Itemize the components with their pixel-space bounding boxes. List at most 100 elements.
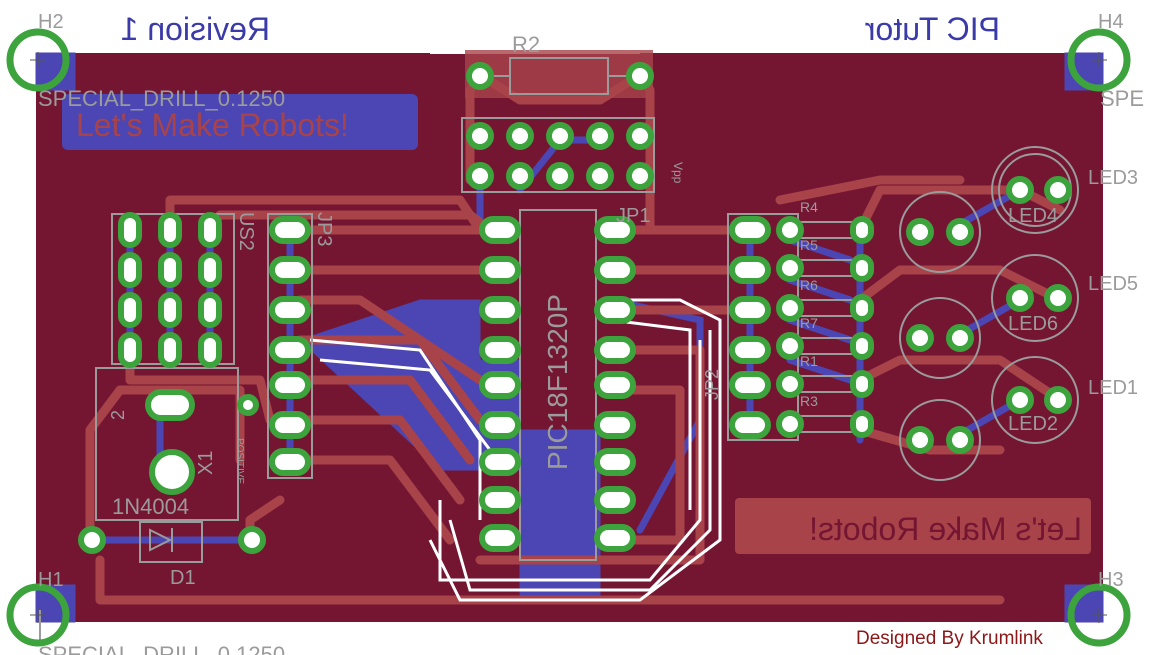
pad-header (586, 122, 614, 150)
pad-r2 (466, 62, 494, 90)
special-drill-bottom: SPECIAL_DRILL_0.1250 (38, 642, 285, 655)
pad-pic (594, 256, 636, 284)
led-label: LED5 (1088, 273, 1138, 295)
label-d1: D1 (170, 567, 196, 589)
led-label: LED1 (1088, 377, 1138, 399)
label-vpp: Vpp (671, 162, 685, 184)
label-pic: PIC18F1320P (542, 294, 573, 470)
pad-jp3 (269, 216, 311, 244)
label-diode-part: 1N4004 (112, 494, 189, 519)
pad-led (1044, 284, 1072, 312)
pad-pic (594, 411, 636, 439)
pad-pic (594, 524, 636, 552)
pad-pic (479, 256, 521, 284)
pad-group (78, 62, 1072, 554)
pad-regulator (145, 389, 195, 421)
pad-led (946, 426, 974, 454)
pad-jp2 (729, 371, 771, 399)
pad-diode (238, 526, 266, 554)
pad-pic (479, 216, 521, 244)
resistor-label: R7 (800, 315, 818, 331)
pad-us2 (158, 292, 182, 328)
clearance-lines (309, 298, 722, 602)
pad-pic (594, 336, 636, 364)
pad-jp3 (269, 448, 311, 476)
pad-resistor (850, 332, 874, 360)
pad-header (626, 122, 654, 150)
pad-pic (479, 411, 521, 439)
resistor-label: R3 (800, 393, 818, 409)
pad-resistor (776, 410, 804, 438)
pad-crystal (149, 449, 195, 495)
spe-right: SPE (1100, 86, 1144, 111)
pad-us2 (198, 212, 222, 248)
led-inner-label: LED4 (1008, 205, 1058, 227)
resistor-label: R4 (800, 199, 818, 215)
pad-pic (594, 448, 636, 476)
pad-pic (479, 371, 521, 399)
pad-header (546, 162, 574, 190)
pad-us2 (118, 212, 142, 248)
pad-resistor (850, 216, 874, 244)
pad-positive (237, 394, 259, 416)
pad-led (1006, 284, 1034, 312)
pad-resistor (850, 410, 874, 438)
pad-pic (479, 486, 521, 514)
label-jp2: JP2 (702, 369, 722, 400)
pad-led (1044, 386, 1072, 414)
pad-jp2 (729, 296, 771, 324)
mount-label-h4: H4 (1098, 11, 1124, 33)
label-x1: X1 (195, 451, 217, 475)
pad-header (466, 122, 494, 150)
credit-label: Designed By Krumlink (856, 628, 1043, 649)
pad-pic (479, 336, 521, 364)
mount-label-h2: H2 (38, 11, 64, 33)
tutor-label: PIC Tutor (865, 11, 1001, 47)
pad-us2 (118, 292, 142, 328)
pad-header (626, 162, 654, 190)
pad-jp3 (269, 411, 311, 439)
pad-jp3 (269, 336, 311, 364)
pad-resistor (776, 332, 804, 360)
pad-jp2 (729, 411, 771, 439)
resistor-label: R5 (800, 237, 818, 253)
led-inner-label: LED6 (1008, 313, 1058, 335)
pad-header (466, 162, 494, 190)
pad-led (1006, 176, 1034, 204)
slogan-top-box (62, 94, 418, 150)
pad-led (906, 324, 934, 352)
led-inner-label: LED2 (1008, 413, 1058, 435)
label-jp1: JP1 (616, 205, 650, 227)
pad-pic (594, 486, 636, 514)
pad-jp3 (269, 371, 311, 399)
pad-us2 (118, 252, 142, 288)
pad-resistor (776, 216, 804, 244)
label-jp3: JP3 (313, 212, 335, 246)
label-us2: US2 (235, 212, 257, 251)
pad-us2 (198, 332, 222, 368)
pad-pic (479, 296, 521, 324)
mount-hole-h2 (6, 28, 70, 92)
pad-resistor (776, 294, 804, 322)
pad-jp3 (269, 256, 311, 284)
pad-led (946, 324, 974, 352)
pad-pic (594, 216, 636, 244)
pad-us2 (158, 332, 182, 368)
pad-jp2 (729, 336, 771, 364)
pad-header (506, 122, 534, 150)
mount-label-h3: H3 (1098, 569, 1124, 591)
pad-us2 (158, 252, 182, 288)
mounting-holes (6, 28, 1131, 647)
slogan-bottom-pour (735, 498, 1091, 554)
pad-r2 (626, 62, 654, 90)
pad-diode (78, 526, 106, 554)
slogan-bottom: Let's Make Robots! (809, 511, 1082, 547)
pad-led (1006, 386, 1034, 414)
slogan-top: Let's Make Robots! (76, 107, 349, 143)
label-positive: POSITIVE (234, 438, 245, 484)
mount-crosshairs (30, 52, 1107, 623)
pad-us2 (198, 292, 222, 328)
